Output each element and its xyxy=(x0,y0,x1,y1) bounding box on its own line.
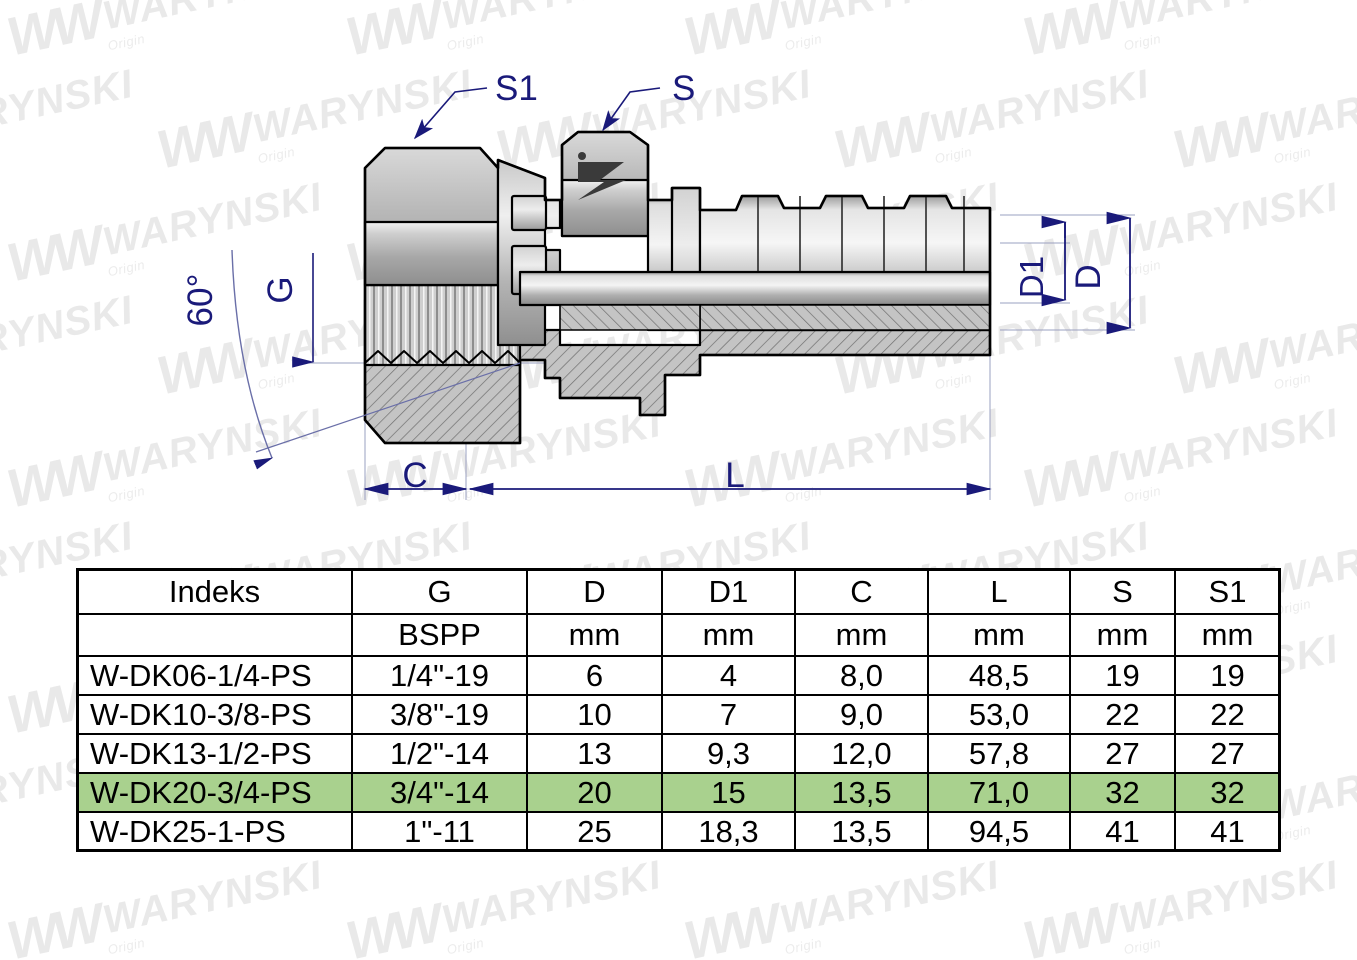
cell-index: W-DK13-1/2-PS xyxy=(76,733,353,774)
unit-cell-6: mm xyxy=(1069,613,1176,657)
cell-c: 12,0 xyxy=(794,733,929,774)
cell-d: 25 xyxy=(526,811,663,852)
column-header-l: L xyxy=(927,568,1071,615)
cell-s1: 19 xyxy=(1174,655,1281,696)
cell-l: 57,8 xyxy=(927,733,1071,774)
cell-l: 94,5 xyxy=(927,811,1071,852)
cell-c: 8,0 xyxy=(794,655,929,696)
label-c: C xyxy=(402,456,427,495)
leader-s xyxy=(602,87,661,132)
label-angle-60: 60° xyxy=(181,274,220,327)
column-header-indeks: Indeks xyxy=(76,568,353,615)
cell-d: 6 xyxy=(526,655,663,696)
column-header-g: G xyxy=(351,568,528,615)
cell-l: 71,0 xyxy=(927,772,1071,813)
label-d1: D1 xyxy=(1013,256,1050,298)
cell-s1: 22 xyxy=(1174,694,1281,735)
cell-d1: 18,3 xyxy=(661,811,796,852)
label-l: L xyxy=(725,456,744,495)
cell-d1: 7 xyxy=(661,694,796,735)
cell-d: 13 xyxy=(526,733,663,774)
label-s1: S1 xyxy=(495,69,538,108)
label-s: S xyxy=(672,69,695,108)
unit-cell-7: mm xyxy=(1174,613,1281,657)
cell-s1: 32 xyxy=(1174,772,1281,813)
cell-s1: 41 xyxy=(1174,811,1281,852)
cell-g: 3/4"-14 xyxy=(351,772,528,813)
cell-g: 3/8"-19 xyxy=(351,694,528,735)
unit-cell-1: BSPP xyxy=(351,613,528,657)
logo-stamp xyxy=(578,152,626,200)
cell-c: 13,5 xyxy=(794,811,929,852)
cell-d1: 4 xyxy=(661,655,796,696)
cell-s: 41 xyxy=(1069,811,1176,852)
cell-g: 1/4"-19 xyxy=(351,655,528,696)
cell-s1: 27 xyxy=(1174,733,1281,774)
cell-g: 1/2"-14 xyxy=(351,733,528,774)
column-header-d1: D1 xyxy=(661,568,796,615)
angle-arc-60 xyxy=(231,249,521,470)
unit-cell-3: mm xyxy=(661,613,796,657)
cell-s: 32 xyxy=(1069,772,1176,813)
unit-cell-4: mm xyxy=(794,613,929,657)
column-header-d: D xyxy=(526,568,663,615)
cell-index: W-DK25-1-PS xyxy=(76,811,353,852)
cell-l: 53,0 xyxy=(927,694,1071,735)
column-header-s1: S1 xyxy=(1174,568,1281,615)
unit-cell-5: mm xyxy=(927,613,1071,657)
cell-d: 20 xyxy=(526,772,663,813)
technical-drawing: S1 S 60° G C L D1 D xyxy=(181,69,1135,500)
cell-index: W-DK10-3/8-PS xyxy=(76,694,353,735)
leader-s1 xyxy=(413,87,488,140)
cell-index: W-DK06-1/4-PS xyxy=(76,655,353,696)
label-d: D xyxy=(1069,264,1108,289)
cell-d1: 9,3 xyxy=(661,733,796,774)
cell-s: 27 xyxy=(1069,733,1176,774)
cell-s: 19 xyxy=(1069,655,1176,696)
cell-s: 22 xyxy=(1069,694,1176,735)
column-header-s: S xyxy=(1069,568,1176,615)
cell-index: W-DK20-3/4-PS xyxy=(76,772,353,813)
unit-cell-0 xyxy=(76,613,353,657)
label-g: G xyxy=(261,276,300,303)
cell-d: 10 xyxy=(526,694,663,735)
cell-c: 9,0 xyxy=(794,694,929,735)
unit-cell-2: mm xyxy=(526,613,663,657)
cell-l: 48,5 xyxy=(927,655,1071,696)
fitting-geometry xyxy=(363,130,992,445)
cell-d1: 15 xyxy=(661,772,796,813)
dimension-annotations xyxy=(231,87,1132,496)
cell-g: 1"-11 xyxy=(351,811,528,852)
cell-c: 13,5 xyxy=(794,772,929,813)
column-header-c: C xyxy=(794,568,929,615)
